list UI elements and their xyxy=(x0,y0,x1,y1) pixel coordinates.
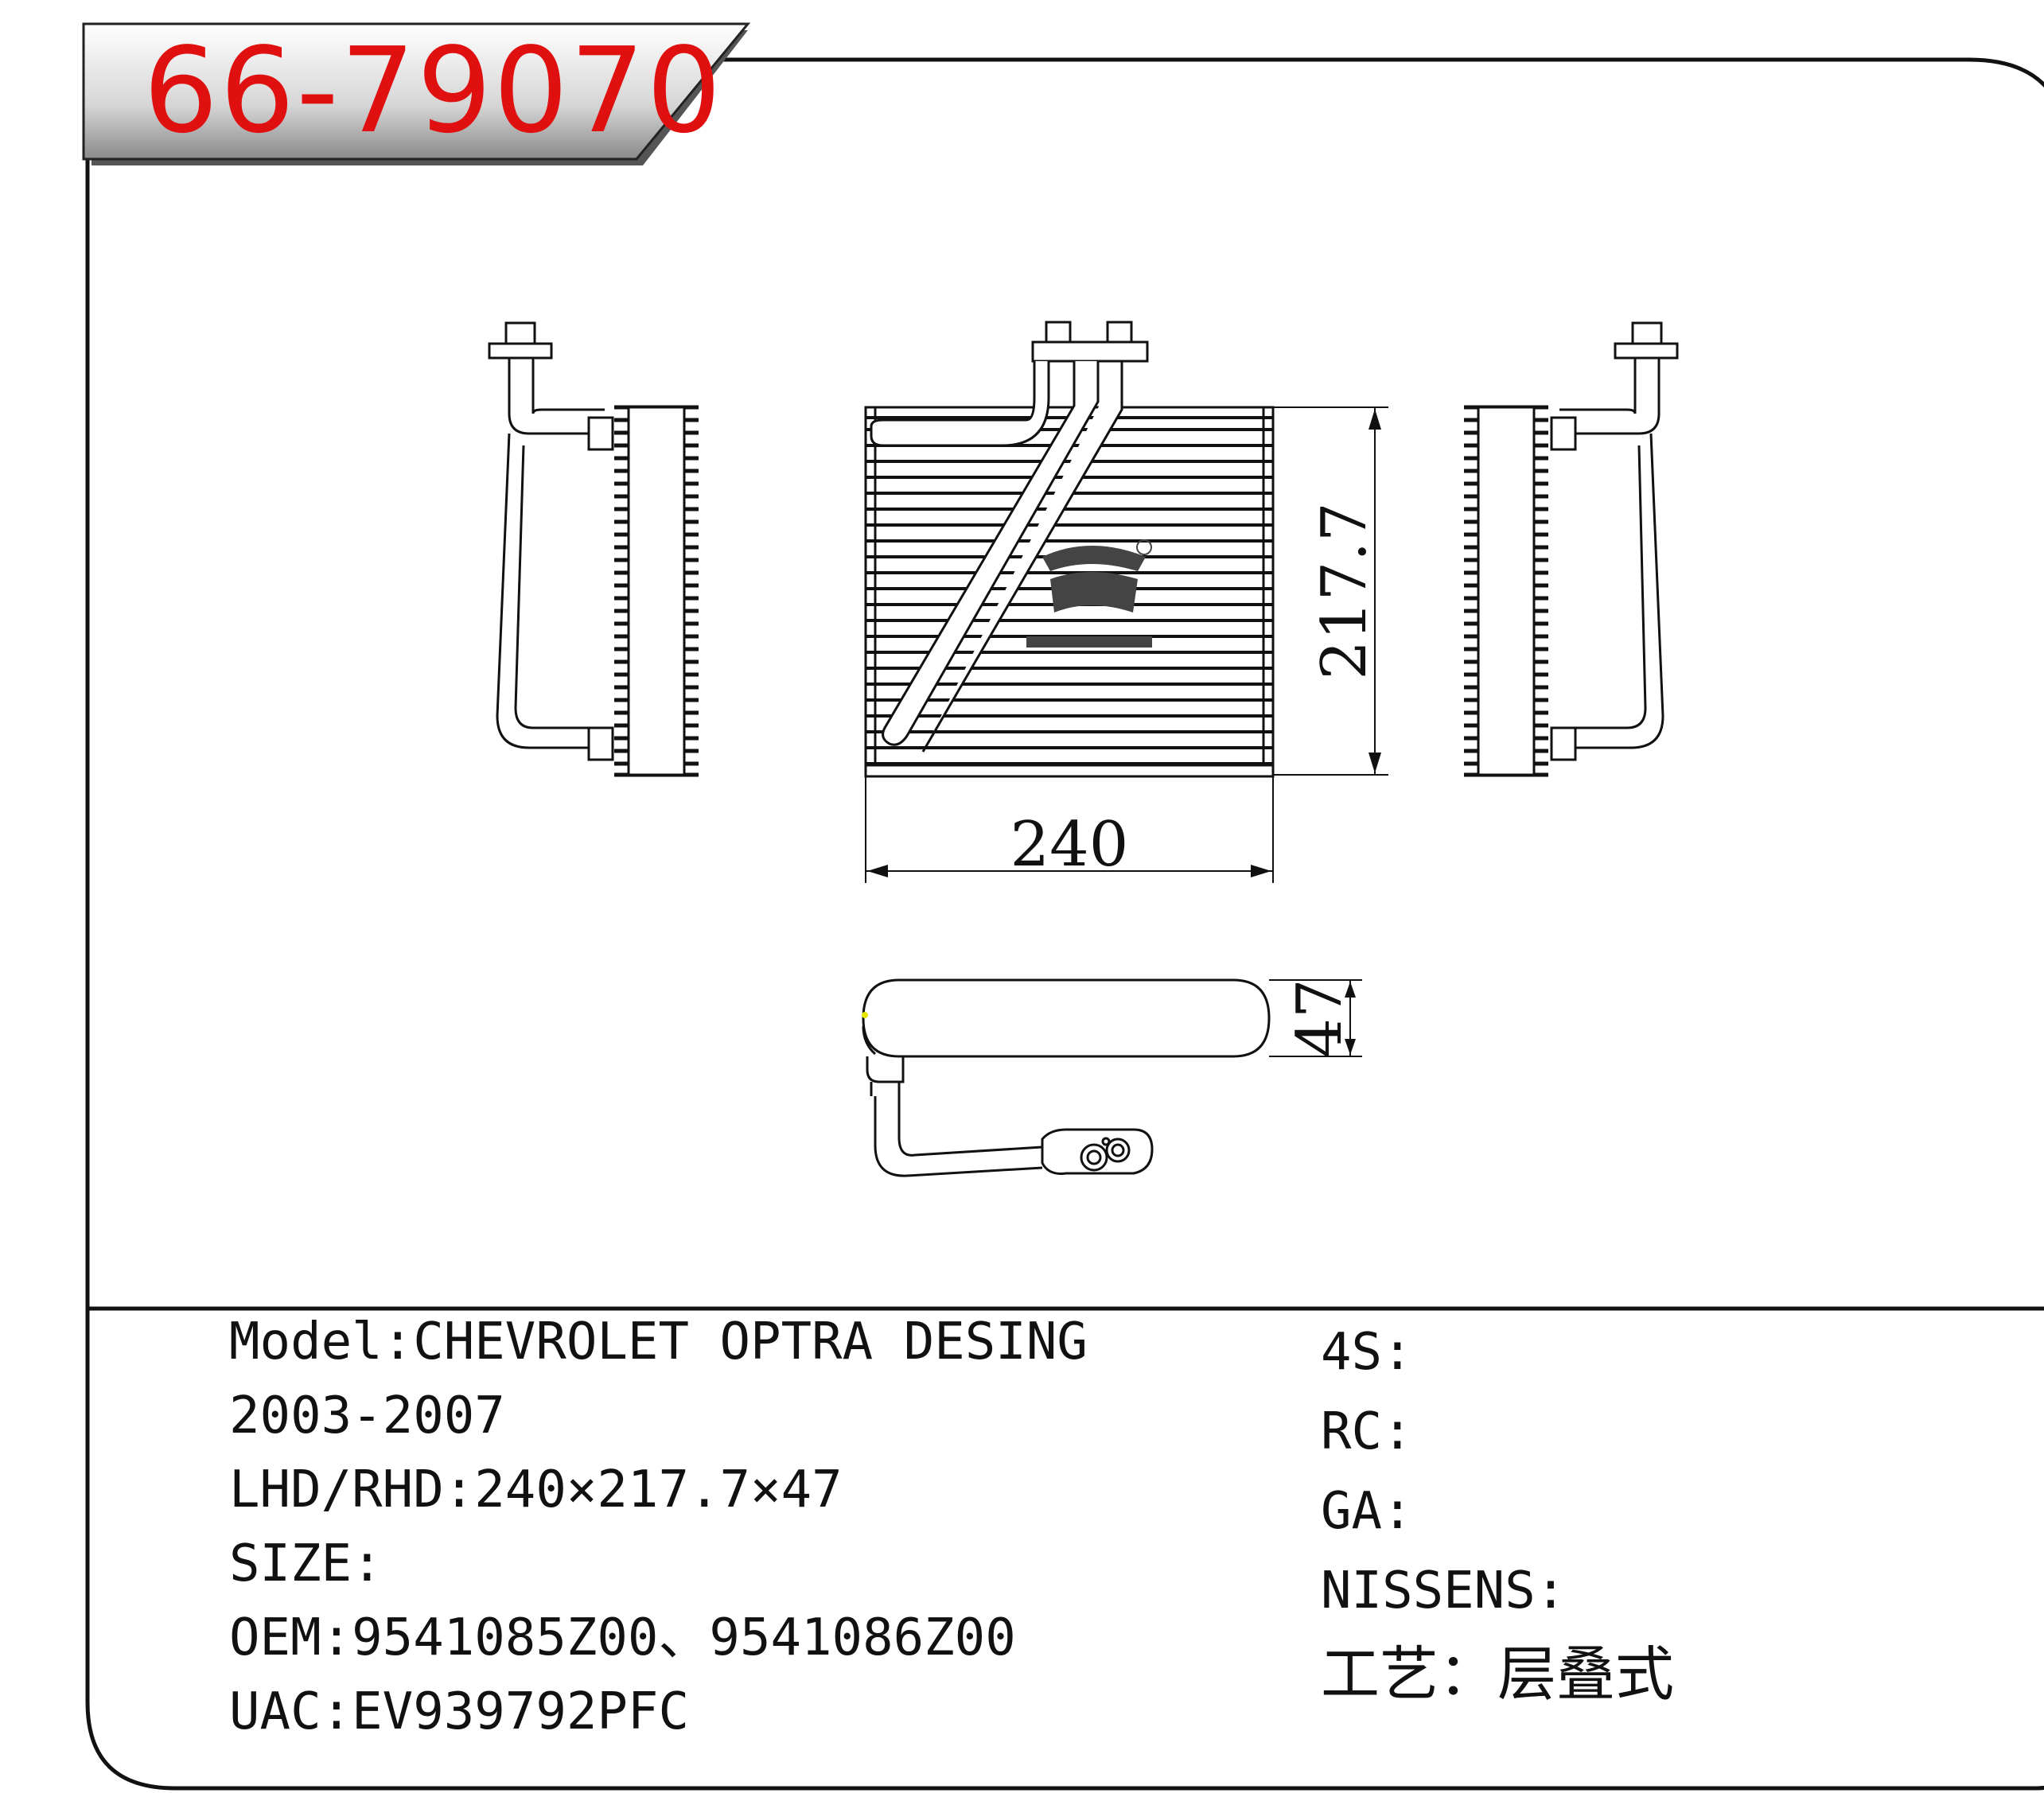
ref-4s-row: 4S: xyxy=(1321,1327,1957,1406)
craft-label: 工艺： xyxy=(1321,1640,1497,1709)
lhd-rhd-label: LHD/RHD: xyxy=(229,1460,475,1519)
reference-list: 4S: RC: GA: NISSENS: 工艺：层叠式 xyxy=(1321,1327,1957,1725)
size-row: SIZE: xyxy=(229,1538,1263,1612)
uac-row: UAC:EV939792PFC xyxy=(229,1686,1263,1760)
dim-depth: 47 xyxy=(1284,978,1356,1057)
ref-ga-row: GA: xyxy=(1321,1486,1957,1565)
years-value: 2003-2007 xyxy=(229,1387,505,1445)
oem-row: OEM:9541085Z00、9541086Z00 xyxy=(229,1612,1263,1686)
ref-ga-label: GA: xyxy=(1321,1482,1413,1541)
right-side-view xyxy=(1464,321,1679,777)
part-number-tab xyxy=(82,22,751,161)
model-value: CHEVROLET OPTRA DESING xyxy=(413,1313,1088,1371)
tcn-logo-watermark xyxy=(1026,539,1152,648)
ref-rc-row: RC: xyxy=(1321,1406,1957,1486)
dim-width: 240 xyxy=(1010,809,1129,881)
craft-value: 层叠式 xyxy=(1497,1640,1674,1709)
lhd-rhd-row: LHD/RHD:240×217.7×47 xyxy=(229,1464,1263,1538)
top-view xyxy=(862,978,1271,1177)
uac-value: EV939792PFC xyxy=(352,1682,689,1741)
lhd-rhd-value: 240×217.7×47 xyxy=(474,1460,843,1519)
ref-4s-label: 4S: xyxy=(1321,1323,1413,1382)
outer-frame xyxy=(85,57,2044,1791)
front-view xyxy=(864,321,1275,778)
ref-rc-label: RC: xyxy=(1321,1402,1413,1461)
size-label: SIZE: xyxy=(229,1534,383,1593)
years-row: 2003-2007 xyxy=(229,1390,1263,1464)
uac-label: UAC: xyxy=(229,1682,352,1741)
dimension-lines xyxy=(865,406,1388,1057)
ref-nissens-row: NISSENS: xyxy=(1321,1565,1957,1645)
craft-row: 工艺：层叠式 xyxy=(1321,1645,1957,1725)
model-row: Model:CHEVROLET OPTRA DESING xyxy=(229,1317,1263,1390)
model-label: Model: xyxy=(229,1313,414,1371)
part-number: 66-79070 xyxy=(143,22,723,159)
spec-list: Model:CHEVROLET OPTRA DESING 2003-2007 L… xyxy=(229,1317,1263,1760)
dim-height: 217.7 xyxy=(1309,502,1380,679)
left-side-view xyxy=(488,321,699,777)
oem-value: 9541085Z00、9541086Z00 xyxy=(352,1608,1016,1667)
oem-label: OEM: xyxy=(229,1608,352,1667)
ref-nissens-label: NISSENS: xyxy=(1321,1562,1567,1620)
